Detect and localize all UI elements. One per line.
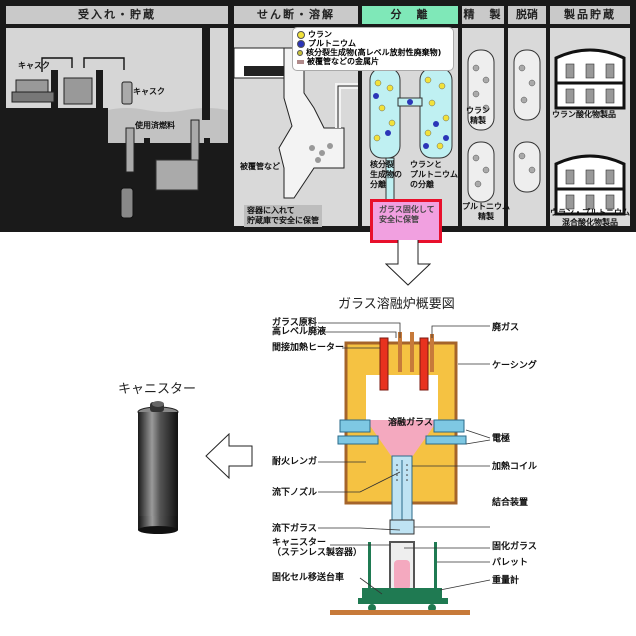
label-fp-separation: 核分裂 生成物の 分離 (370, 160, 402, 189)
label-canister: キャニスター （ステンレス製容器） (272, 538, 363, 558)
label-flowing-glass: 流下ガラス (272, 524, 317, 534)
label-hulls: 被覆管など (240, 162, 280, 171)
coupling (389, 519, 415, 535)
label-coupling: 結合装置 (492, 498, 529, 508)
legend: ウラン プルトニウム 核分裂生成物(高レベル放射性廃棄物) 被覆管などの金属片 (292, 27, 454, 71)
label-cask-1: キャスク (18, 61, 50, 70)
legend-fission-products: 核分裂生成物(高レベル放射性廃棄物) (297, 48, 441, 57)
solidified-glass (394, 560, 410, 590)
melter-diagram (330, 332, 470, 615)
label-offgas: 廃ガス (492, 323, 520, 333)
label-u-oxide: ウラン酸化物製品 (552, 110, 616, 119)
label-vitrify: ガラス固化して 安全に保管 (379, 205, 435, 224)
stage-shearing: せん断・溶解 (234, 6, 358, 24)
heater-left (379, 337, 389, 391)
down-arrow-icon (385, 240, 431, 286)
fission-product-dot-icon (297, 49, 303, 56)
uranium-dot-icon (297, 30, 305, 39)
label-spent-fuel: 使用済燃料 (135, 121, 175, 130)
label-pallet: パレット (492, 558, 529, 568)
label-nozzle: 流下ノズル (272, 488, 318, 498)
label-electrode: 電極 (492, 434, 511, 444)
melter-diagram-title: ガラス溶融炉概要図 (338, 297, 455, 312)
stage-receiving: 受入れ・貯蔵 (6, 6, 228, 24)
vitrification-highlight-box: ガラス固化して 安全に保管 (370, 199, 442, 243)
label-u-pu-separation: ウランと プルトニウム の分離 (410, 160, 458, 189)
floor-rail (330, 610, 470, 615)
legend-plutonium: プルトニウム (297, 39, 356, 48)
label-casing: ケーシング (492, 361, 537, 371)
label-heating-coil: 加熱コイル (492, 462, 538, 472)
stage-purification: 精 製 (462, 6, 504, 24)
legend-metal-fragments: 被覆管などの金属片 (297, 57, 379, 66)
label-scale: 重量計 (492, 576, 520, 586)
heater-right (419, 337, 429, 391)
electrode-upper-right (433, 419, 465, 433)
label-heater: 間接加熱ヒーター (272, 343, 345, 353)
label-glass-raw: ガラス原料 (272, 318, 317, 328)
stage-denitration: 脱硝 (508, 6, 546, 24)
label-solid-glass: 固化ガラス (492, 542, 537, 552)
receiving-artwork (6, 28, 228, 226)
metal-fragment-icon (297, 59, 304, 64)
electrode-upper-left (339, 419, 371, 433)
stage-product-storage: 製品貯蔵 (550, 6, 630, 24)
canister-title: キャニスター (118, 382, 197, 397)
legend-uranium: ウラン (297, 30, 332, 39)
molten-glass (366, 420, 438, 460)
electrode-lower-left (337, 435, 379, 445)
label-mox: ウラン・プルトニウム 混合酸化物製品 (550, 208, 630, 227)
label-hlw: 高レベル廃液 (272, 327, 327, 337)
canister-illustration (137, 401, 179, 534)
label-cart: 固化セル移送台車 (272, 573, 345, 583)
left-arrow-icon (205, 433, 253, 479)
label-pu-purification: プルトニウム 精製 (462, 202, 510, 221)
label-u-purification: ウラン 精製 (466, 106, 490, 125)
process-flow-diagram: 受入れ・貯蔵 せん断・溶解 分 離 精 製 脱硝 製品貯蔵 キャスク キャスク … (0, 0, 636, 232)
stage-separation: 分 離 (362, 6, 458, 24)
plutonium-dot-icon (297, 39, 305, 48)
purification-artwork (467, 49, 541, 203)
label-hull-storage: 容器に入れて 貯蔵庫で安全に保管 (244, 205, 322, 227)
label-refractory: 耐火レンガ (272, 457, 318, 467)
label-cask-2: キャスク (133, 87, 165, 96)
label-molten-glass: 溶融ガラス (388, 418, 433, 428)
transfer-cart (362, 588, 442, 598)
shearing-artwork (234, 47, 358, 199)
separation-artwork (369, 67, 453, 201)
electrode-lower-right (425, 435, 467, 445)
product-storage-artwork (554, 48, 626, 216)
